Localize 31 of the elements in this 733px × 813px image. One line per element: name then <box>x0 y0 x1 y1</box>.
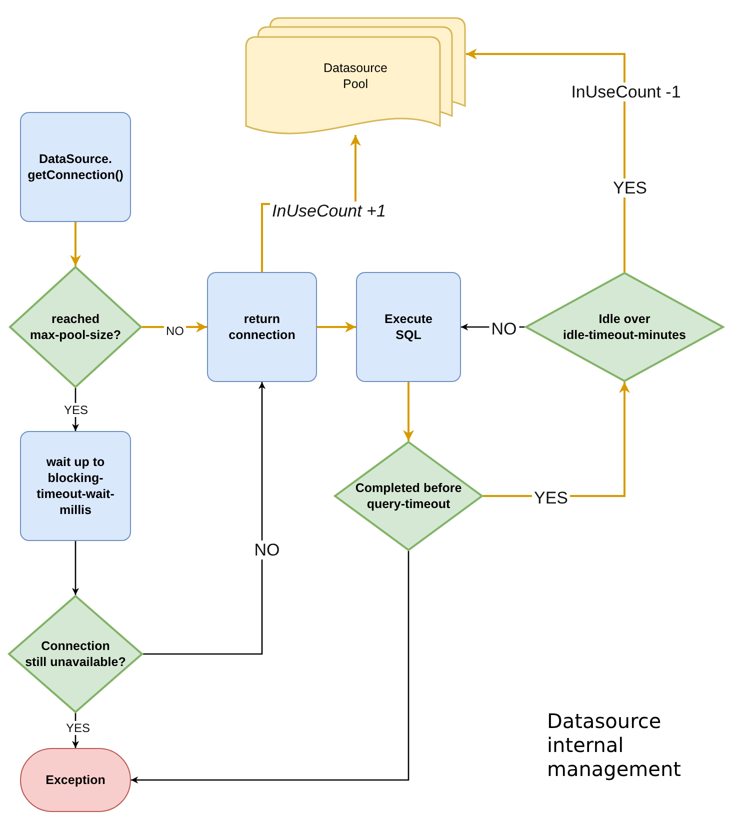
node-label: Execute SQL <box>384 311 432 343</box>
arrow <box>70 222 81 266</box>
process-box <box>356 272 461 382</box>
arrow <box>466 48 626 272</box>
arrow <box>131 551 410 784</box>
process-box <box>207 272 317 382</box>
decision-diamond <box>9 266 142 388</box>
node-label: Datasource Pool <box>324 60 388 92</box>
document-stack <box>245 17 466 135</box>
decision-diamond <box>8 595 143 713</box>
edge-label: YES <box>64 721 92 735</box>
process-box <box>20 431 131 541</box>
node-label: Connection still unavailable? <box>25 638 126 670</box>
process-box <box>20 112 131 222</box>
node-label: Idle over idle-timeout-minutes <box>563 311 686 343</box>
node-label: Completed before query-timeout <box>355 480 462 512</box>
node-label: DataSource. getConnection() <box>28 151 124 183</box>
arrow <box>317 322 356 332</box>
node-label: reached max-pool-size? <box>30 311 121 343</box>
node-label: Exception <box>46 772 106 788</box>
decision-diamond <box>525 272 724 382</box>
arrow <box>72 541 80 595</box>
node-label: return connection <box>228 311 296 343</box>
edge-label: YES <box>62 403 90 417</box>
decision-diamond <box>334 441 483 551</box>
node-label: wait up to blocking-timeout-wait-millis <box>36 454 116 518</box>
arrow <box>403 382 414 441</box>
diagram-title: Datasource internal management <box>547 709 682 781</box>
edge-label: NO <box>164 324 186 338</box>
edge-label: YES <box>610 178 650 198</box>
arrow <box>143 382 266 655</box>
